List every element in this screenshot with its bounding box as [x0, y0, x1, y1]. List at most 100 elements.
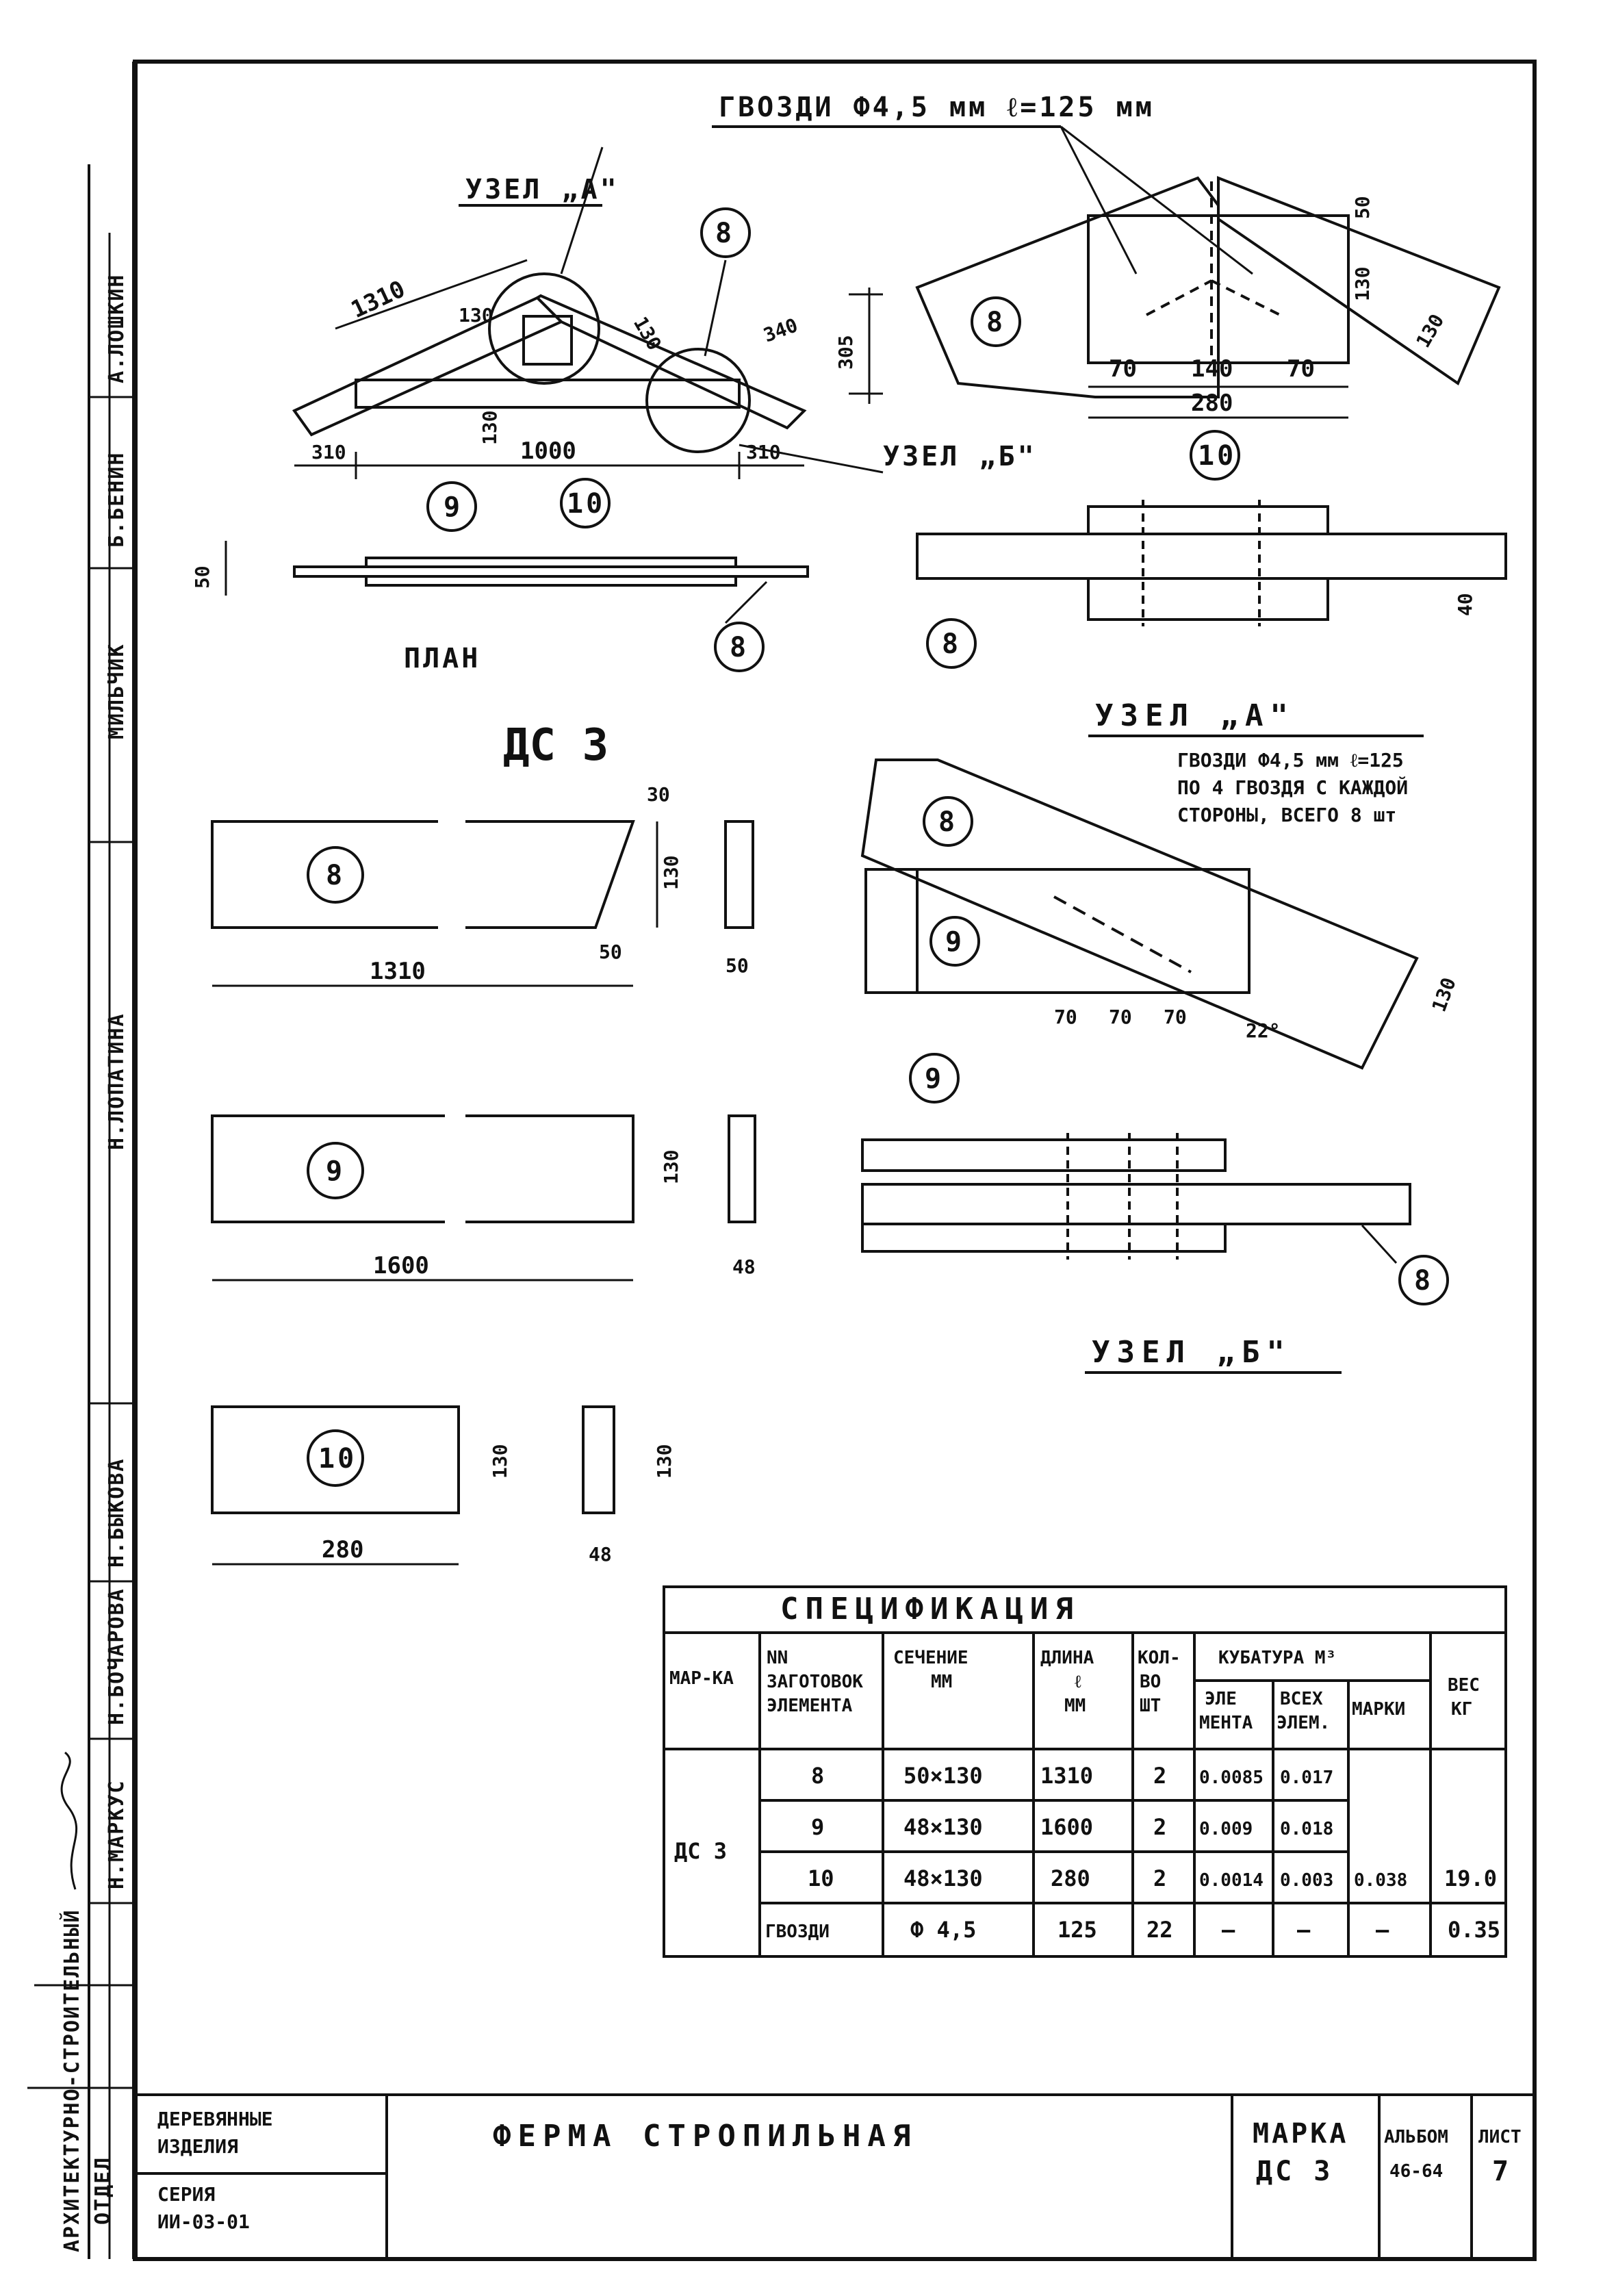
side-name-4: Н.БЫКОВА	[105, 1458, 129, 1568]
callout-10-plan-text: 10	[567, 488, 605, 520]
dim-310-b: 310	[746, 441, 781, 463]
ridge-dim-130-d: 130	[1411, 310, 1448, 351]
part-10-bubble	[307, 1429, 364, 1487]
callout-9-plan	[426, 481, 477, 532]
spec-h-vmark: МАРКИ	[1352, 1699, 1405, 1720]
callout-10-plan	[560, 478, 611, 528]
part-9-dim-48: 48	[732, 1255, 756, 1278]
nail-note-a-2: СТОРОНЫ, ВСЕГО 8 шт	[1177, 804, 1396, 826]
spec-r0-length: 1310	[1040, 1763, 1093, 1789]
spec-table	[663, 1585, 1507, 1958]
callout-8-a	[700, 207, 751, 258]
nodea-dim-70b: 70	[1109, 1006, 1132, 1028]
ridge-dim-50: 50	[1351, 196, 1374, 219]
nodea-dim-22: 22°	[1246, 1019, 1281, 1042]
spec-r1-section: 48×130	[903, 1814, 983, 1840]
plan-label: ПЛАН	[404, 643, 480, 674]
part-9-dim-130: 130	[660, 1149, 682, 1184]
ridge-dim-130-v: 130	[1351, 266, 1374, 301]
element-8-detail	[211, 820, 754, 987]
tb-mark-label: МАРКА	[1253, 2118, 1348, 2150]
side-dept-0: АРХИТЕКТУРНО-СТРОИТЕЛЬНЫЙ	[60, 1909, 84, 2252]
spec-h-qty-0: КОЛ-	[1138, 1648, 1181, 1668]
node-b-detail	[861, 1133, 1411, 1260]
spec-title: СПЕЦИФИКАЦИЯ	[780, 1592, 1080, 1627]
spec-h-qty-1: ВО	[1140, 1672, 1161, 1692]
spec-h-length-0: ДЛИНА	[1040, 1648, 1094, 1668]
spec-h-qty-2: ШТ	[1140, 1696, 1161, 1716]
callout-9-nodea	[929, 916, 980, 967]
spec-h-weight-1: КГ	[1451, 1699, 1472, 1720]
callout-8-nodea	[923, 796, 973, 847]
signature-scribble	[60, 1751, 78, 1890]
dim-340: 340	[760, 314, 801, 346]
spec-r3-vel: —	[1222, 1917, 1235, 1943]
part-8-bubble	[307, 846, 364, 904]
node-b-title: УЗЕЛ „Б"	[1092, 1335, 1292, 1370]
part-10-dim-48: 48	[589, 1543, 612, 1566]
callout-9-plan-text: 9	[444, 492, 463, 523]
tb-mark-value: ДС 3	[1256, 2156, 1333, 2187]
tb-name: ФЕРМА СТРОПИЛЬНАЯ	[493, 2119, 917, 2154]
side-name-2: МИЛЬЧИК	[105, 643, 129, 739]
spec-h-length-2: ММ	[1064, 1696, 1086, 1716]
callout-10-ridge-text: 10	[1198, 440, 1236, 472]
plan-view	[225, 541, 809, 596]
spec-h-mark: МАР-КА	[669, 1668, 734, 1689]
spec-r2-vall: 0.003	[1280, 1870, 1333, 1891]
spec-r0-vel: 0.0085	[1199, 1768, 1264, 1788]
drawing-mark: ДС 3	[503, 720, 608, 771]
nail-note-a-0: ГВОЗДИ Ф4,5 мм ℓ=125	[1177, 749, 1404, 771]
ridge-dim-70-a: 70	[1109, 355, 1137, 383]
dim-1310-a: 1310	[347, 275, 409, 324]
spec-r2-vel: 0.0014	[1199, 1870, 1264, 1891]
spec-r1-vel: 0.009	[1199, 1819, 1253, 1839]
dim-130-c: 130	[478, 410, 501, 445]
part-8-dim-30: 30	[647, 783, 670, 806]
title-block	[135, 2093, 1535, 2259]
spec-r3-vall: —	[1297, 1917, 1311, 1943]
callout-8-nodea-text: 8	[938, 806, 958, 838]
dim-130-a: 130	[459, 304, 493, 327]
tb-group-1: ИЗДЕЛИЯ	[157, 2135, 238, 2158]
tb-album-label: АЛЬБОМ	[1384, 2127, 1448, 2147]
tb-series-value: ИИ-03-01	[157, 2210, 250, 2233]
callout-8-nodeb-text: 8	[1414, 1265, 1433, 1297]
side-strip: А.ЛОШКИН Б.БЕНИН МИЛЬЧИК Н.ЛОПАТИНА Н.БЫ…	[27, 164, 135, 2259]
side-name-6: Н.МАРКУС	[105, 1780, 129, 1890]
spec-r2-qty: 2	[1153, 1865, 1166, 1891]
part-8-length: 1310	[370, 958, 426, 985]
part-10-label: 10	[318, 1443, 357, 1475]
callout-8-a-text: 8	[715, 218, 734, 249]
spec-r3-length: 125	[1057, 1917, 1097, 1943]
tb-sheet-label: ЛИСТ	[1478, 2127, 1522, 2147]
callout-10-ridge	[1190, 430, 1240, 481]
tb-sheet-value: 7	[1492, 2156, 1511, 2187]
spec-r2-vmark: 0.038	[1354, 1870, 1407, 1891]
spec-h-vall-0: ВСЕХ	[1280, 1689, 1323, 1709]
dim-1000: 1000	[520, 437, 576, 465]
spec-r0-nn: 8	[811, 1763, 824, 1789]
spec-h-vel-0: ЭЛЕ	[1205, 1689, 1237, 1709]
part-8-dim-50: 50	[599, 941, 622, 963]
spec-r3-nn: ГВОЗДИ	[765, 1922, 830, 1942]
side-name-1: Б.БЕНИН	[105, 452, 129, 548]
nodea-dim-70: 70	[1054, 1006, 1077, 1028]
spec-r1-qty: 2	[1153, 1814, 1166, 1840]
callout-9-nodeb-text: 9	[925, 1063, 944, 1095]
truss-elevation	[292, 146, 884, 479]
part-9-label: 9	[326, 1156, 345, 1187]
part-8-label: 8	[326, 860, 345, 891]
side-name-3: Н.ЛОПАТИНА	[105, 1012, 129, 1150]
spec-h-vel-1: МЕНТА	[1199, 1713, 1253, 1733]
nail-note-top: ГВОЗДИ Ф4,5 мм ℓ=125 мм	[719, 92, 1155, 123]
dim-310-a: 310	[311, 441, 346, 463]
nail-note-a-1: ПО 4 ГВОЗДЯ С КАЖДОЙ	[1177, 776, 1408, 799]
part-9-bubble	[307, 1142, 364, 1199]
nodea-dim-130: 130	[1428, 975, 1461, 1015]
part-10-dim-130b: 130	[653, 1444, 676, 1479]
spec-h-volume: КУБАТУРА М³	[1218, 1648, 1336, 1668]
ridge-dim-70-b: 70	[1287, 355, 1315, 383]
spec-r2-section: 48×130	[903, 1865, 983, 1891]
tb-series-label: СЕРИЯ	[157, 2183, 215, 2206]
